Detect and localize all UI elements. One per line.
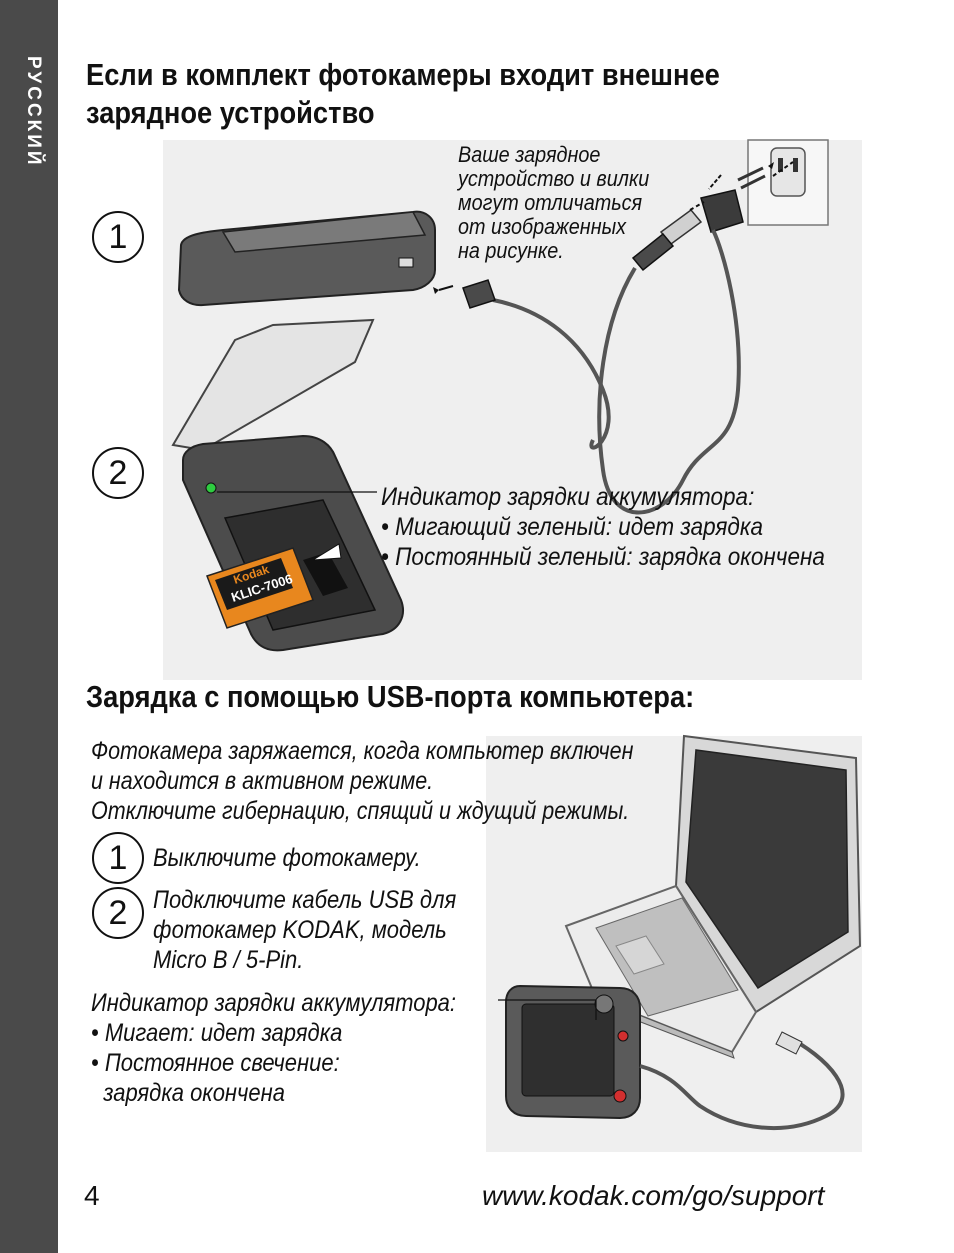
note-line: могут отличаться — [458, 190, 643, 215]
step-line: Выключите фотокамеру. — [153, 844, 421, 872]
step-badge-1: 1 — [92, 211, 144, 263]
indicator-item: • Мигает: идет зарядка — [91, 1019, 343, 1047]
charger-note: Ваше зарядное устройство и вилки могут о… — [458, 143, 683, 263]
battery-charger-closed-icon — [177, 210, 436, 307]
laptop-illustration-svg — [505, 734, 862, 1131]
intro-line: Отключите гибернацию, спящий и ждущий ре… — [91, 797, 630, 825]
step-badge-1: 1 — [92, 832, 144, 884]
step-line: Micro B / 5-Pin. — [153, 946, 304, 974]
step-line: Подключите кабель USB для — [153, 886, 457, 914]
note-line: Ваше зарядное — [458, 142, 601, 167]
usb-charging-intro: Фотокамера заряжается, когда компьютер в… — [91, 736, 676, 826]
note-line: от изображенных — [458, 214, 627, 239]
indicator-heading: Индикатор зарядки аккумулятора: — [381, 483, 755, 511]
note-line: устройство и вилки — [458, 166, 650, 191]
intro-line: Фотокамера заряжается, когда компьютер в… — [91, 737, 634, 765]
section-title-usb-charging: Зарядка с помощью USB-порта компьютера: — [86, 679, 695, 714]
section-title-external-charger: Если в комплект фотокамеры входит внешне… — [86, 57, 720, 130]
language-label: РУССКИЙ — [23, 56, 44, 168]
indicator-item: • Постоянный зеленый: зарядка окончена — [381, 543, 825, 571]
usb-cable — [597, 229, 741, 515]
usb-plug-icon — [775, 1031, 803, 1055]
usb-plug-icon — [631, 201, 705, 272]
indicator-item: • Мигающий зеленый: идет зарядка — [381, 513, 764, 541]
step-badge-2: 2 — [92, 447, 144, 499]
charger-illustration-svg: Kodak KLIC-7006 — [171, 139, 829, 652]
ac-adapter-icon — [700, 161, 794, 233]
step-2-text: Подключите кабель USB для фотокамер KODA… — [153, 885, 456, 975]
charger-indicator-legend: Индикатор зарядки аккумулятора: • Мигающ… — [381, 482, 849, 572]
indicator-heading: Индикатор зарядки аккумулятора: — [91, 989, 457, 1017]
camera-indicator-legend: Индикатор зарядки аккумулятора: • Мигает… — [91, 988, 496, 1108]
intro-line: и находится в активном режиме. — [91, 767, 434, 795]
wall-outlet-icon — [747, 139, 829, 226]
camera-charge-led-icon — [613, 1089, 627, 1103]
step-line: фотокамер KODAK, модель — [153, 916, 447, 944]
micro-usb-connector-icon — [433, 279, 496, 309]
battery-icon: Kodak KLIC-7006 — [206, 547, 314, 629]
charge-led-icon — [205, 482, 217, 494]
note-line: на рисунке. — [458, 238, 564, 263]
indicator-item: • Постоянное свечение: — [91, 1049, 340, 1077]
step-badge-2: 2 — [92, 887, 144, 939]
laptop-illustration — [486, 734, 862, 1152]
language-sidebar: РУССКИЙ — [0, 0, 58, 1253]
indicator-item: зарядка окончена — [91, 1079, 286, 1107]
charger-cable — [492, 298, 611, 450]
step-1-text: Выключите фотокамеру. — [153, 843, 421, 873]
usb-cable — [639, 1034, 845, 1131]
camera-icon — [505, 984, 641, 1120]
page-number: 4 — [84, 1180, 100, 1211]
laptop-icon — [564, 734, 862, 1059]
charger-illustration: Kodak KLIC-7006 — [163, 139, 862, 680]
support-url-link[interactable]: www.kodak.com/go/support — [482, 1180, 825, 1211]
